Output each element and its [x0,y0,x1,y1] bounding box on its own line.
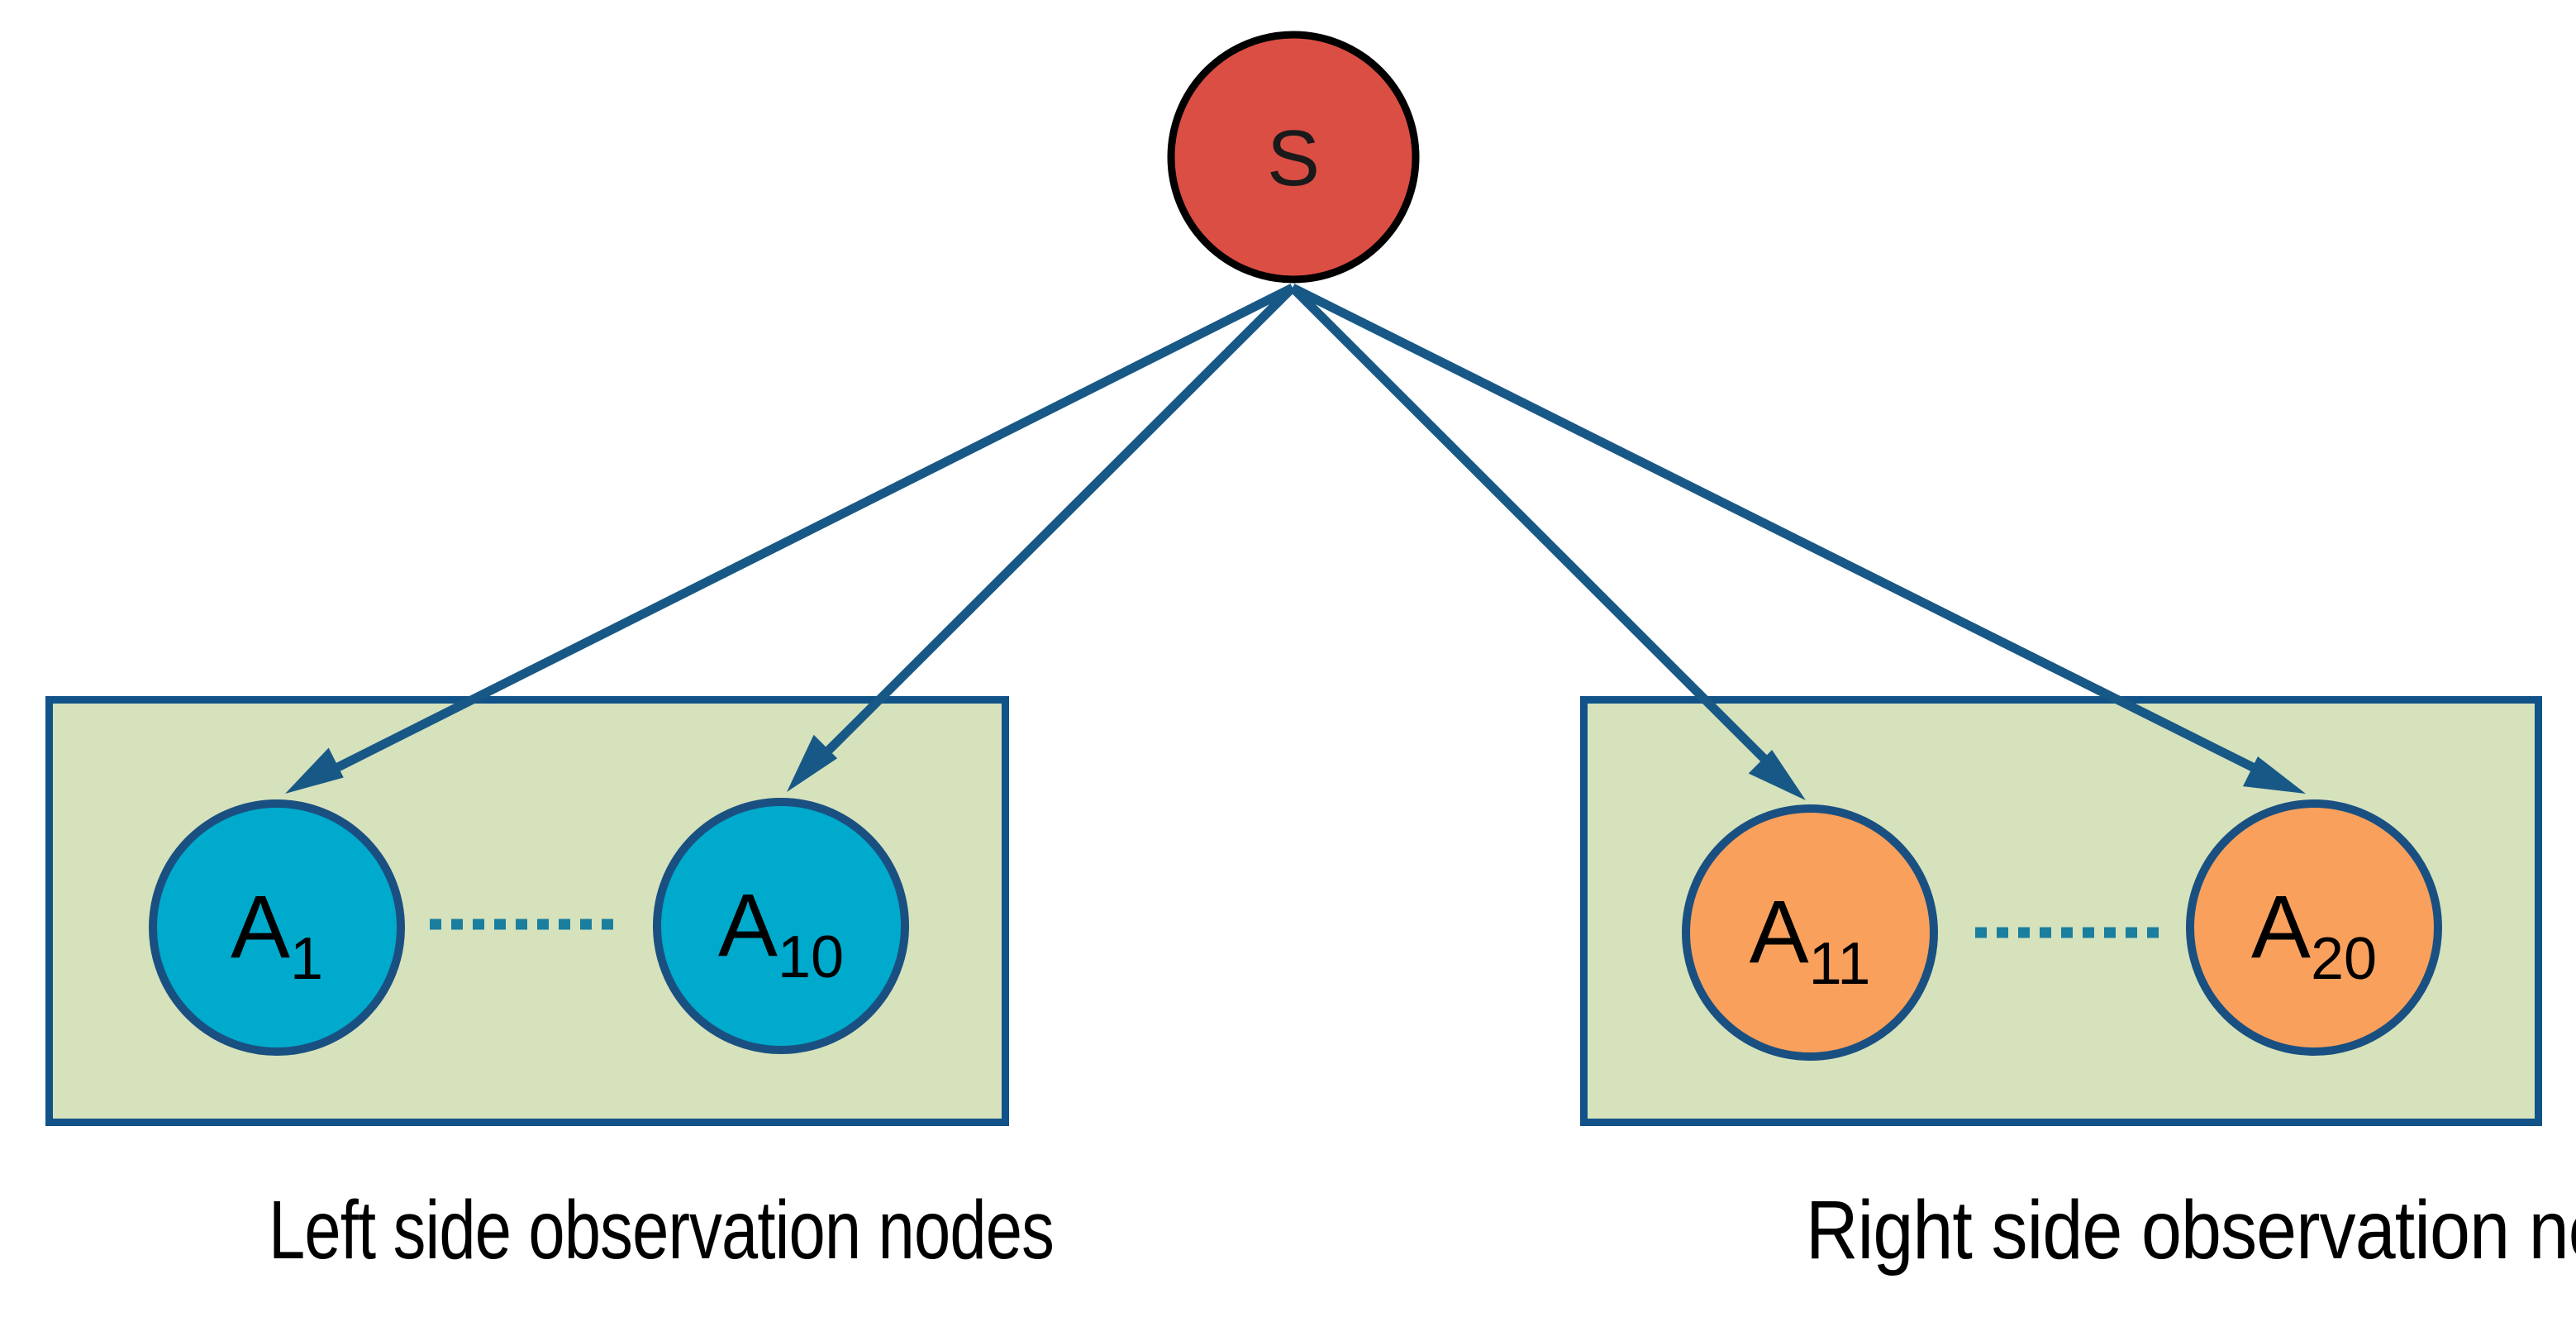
node-label-main-A1: A [231,876,290,976]
node-A11[interactable]: A11 [1682,804,1938,1061]
node-A1[interactable]: A1 [149,799,405,1056]
edge-s-to-A1 [285,284,1295,794]
node-label-main-A11: A [1750,881,1809,981]
node-label-main-A10: A [718,875,778,975]
edge-layer [285,284,2306,800]
arrowhead-icon-A20 [2242,756,2306,794]
arrowhead-icon-A1 [285,747,344,794]
root-node-circle[interactable] [1167,31,1420,284]
node-label-A20: A20 [2251,876,2377,992]
node-label-A10: A10 [718,875,844,990]
node-A10[interactable]: A10 [653,798,909,1054]
node-A20[interactable]: A20 [2186,799,2442,1056]
edge-line-A11[interactable] [1289,284,1772,766]
node-label-sub-A10: 10 [778,924,844,990]
caption-layer: Left side observation nodes Right side ob… [269,1184,2576,1276]
arrowhead-icon-A10 [787,734,838,792]
edge-s-to-A20 [1290,284,2306,794]
node-circle-A11[interactable] [1682,804,1938,1061]
arrowhead-icon-A11 [1748,750,1806,800]
node-label-sub-A1: 1 [290,926,323,992]
root-node-s[interactable]: S [1167,31,1420,284]
node-circle-A20[interactable] [2186,799,2442,1056]
group-boxes [45,696,2542,1126]
node-label-main-A20: A [2251,876,2311,976]
node-label-sub-A20: 20 [2311,926,2377,992]
node-circle-A10[interactable] [653,798,909,1054]
node-label-sub-A11: 11 [1809,931,1871,997]
left-group-caption: Left side observation nodes [269,1184,1054,1276]
edge-line-A20[interactable] [1290,284,2261,775]
edge-line-A1[interactable] [330,284,1295,775]
connector-layer [430,919,2159,938]
edge-s-to-A11 [1289,284,1806,800]
root-node-label: S [1267,114,1320,203]
edge-line-A10[interactable] [821,284,1296,758]
node-circle-A1[interactable] [149,799,405,1056]
node-label-A11: A11 [1750,881,1871,997]
right-group-caption: Right side observation nodes [1806,1184,2576,1276]
edge-s-to-A10 [787,284,1296,792]
node-label-A1: A1 [231,876,323,992]
